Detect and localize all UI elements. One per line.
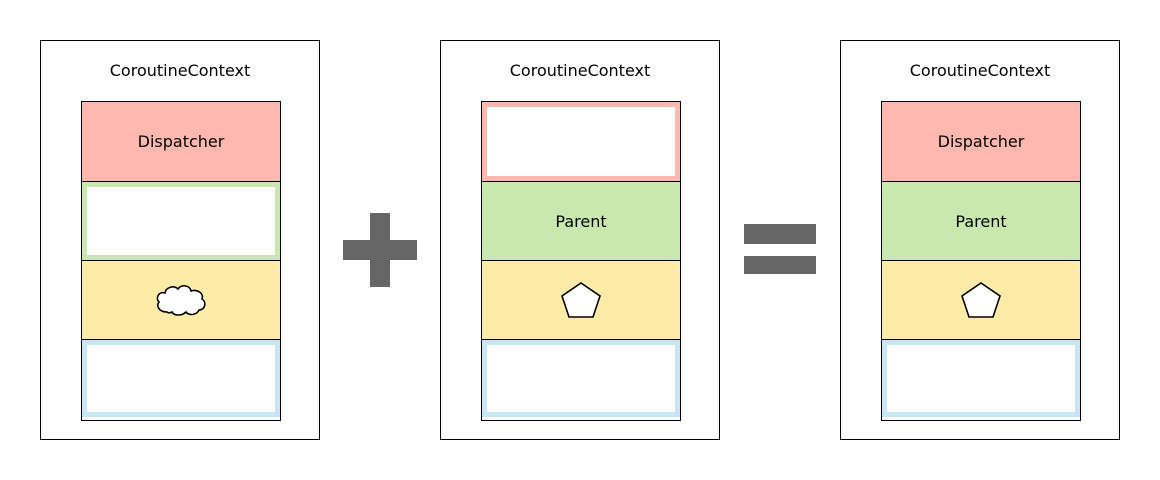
pentagon-icon — [559, 280, 603, 320]
dispatcher-label: Dispatcher — [937, 132, 1025, 151]
parent-label: Parent — [555, 211, 607, 231]
parent-slot: Parent — [482, 181, 680, 260]
context-element-stack: Dispatcher Parent — [881, 101, 1081, 421]
element3-slot — [882, 260, 1080, 339]
dispatcher-slot: Dispatcher — [82, 102, 280, 181]
parent-label: Parent — [955, 211, 1007, 231]
context-element-stack: Dispatcher — [81, 101, 281, 421]
dispatcher-slot: Dispatcher — [882, 102, 1080, 181]
panel-title: CoroutineContext — [509, 61, 651, 80]
element4-slot-empty — [82, 339, 280, 417]
pentagon-icon — [959, 280, 1003, 320]
dispatcher-label: Dispatcher — [137, 132, 225, 151]
context-panel-left: CoroutineContext Dispatcher — [40, 40, 320, 440]
context-element-stack: Parent — [481, 101, 681, 421]
context-panel-right: CoroutineContext Dispatcher Parent — [840, 40, 1120, 440]
element4-slot-empty — [482, 339, 680, 417]
panel-title: CoroutineContext — [909, 61, 1051, 80]
equals-icon — [744, 224, 816, 276]
parent-slot: Parent — [882, 181, 1080, 260]
panel-title: CoroutineContext — [109, 61, 251, 80]
parent-slot-empty — [82, 181, 280, 260]
context-panel-middle: CoroutineContext Parent — [440, 40, 720, 440]
element4-slot-empty — [882, 339, 1080, 417]
element3-slot — [482, 260, 680, 339]
plus-icon — [343, 213, 417, 287]
element3-slot — [82, 260, 280, 339]
dispatcher-slot-empty — [482, 102, 680, 181]
cloud-icon — [153, 282, 209, 318]
